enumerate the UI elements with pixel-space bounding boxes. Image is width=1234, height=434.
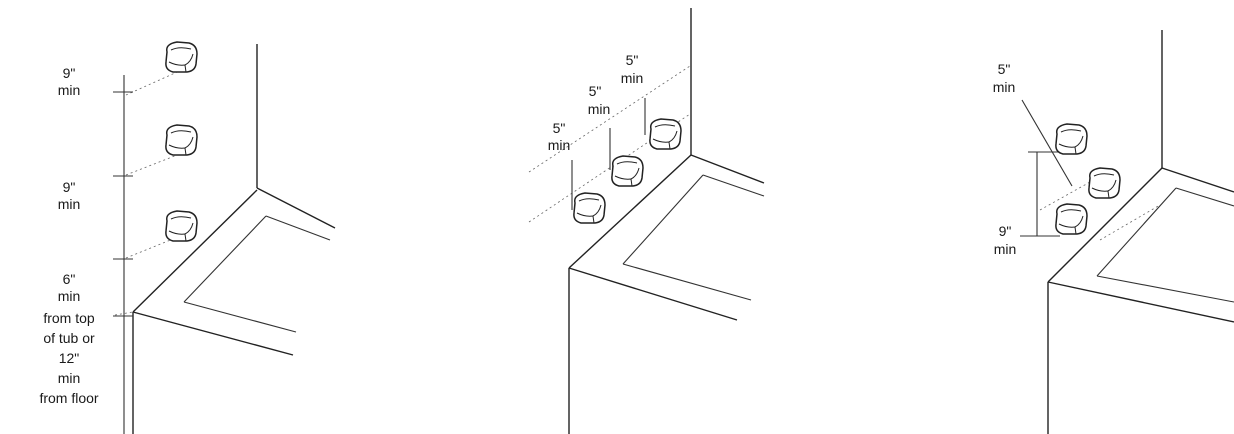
soap-holder-icon xyxy=(1055,123,1088,155)
soap-holder-icon xyxy=(165,124,198,156)
panel-2-wall-lines xyxy=(528,8,765,434)
panel-2: 5" min 5" min 5" min xyxy=(528,8,765,434)
dim-label: 5" xyxy=(998,61,1011,77)
soap-holder-icon xyxy=(165,41,198,73)
dim-label: min xyxy=(58,288,81,304)
dim-label: 5" xyxy=(589,83,602,99)
dim-label: 5" xyxy=(626,52,639,68)
panel-3-dimension-lines xyxy=(1020,99,1073,237)
soap-holder-icon xyxy=(1055,203,1088,235)
dim-label: from top xyxy=(43,310,95,326)
dim-label: 12" xyxy=(59,350,80,366)
dim-label: min xyxy=(548,137,571,153)
soap-holder-icon xyxy=(611,155,644,187)
dim-label: 9" xyxy=(63,65,76,81)
panel-3-wall-lines xyxy=(1039,30,1234,434)
soap-holder-icon xyxy=(573,192,606,224)
dim-label: 9" xyxy=(63,179,76,195)
dim-label: min xyxy=(621,70,644,86)
dim-label: min xyxy=(993,79,1016,95)
dim-label: 9" xyxy=(999,223,1012,239)
dim-label: min xyxy=(58,196,81,212)
panel-2-dimension-lines xyxy=(571,98,646,210)
panel-1-wall-lines xyxy=(114,44,336,434)
soap-holder-icon xyxy=(649,118,682,150)
panel-1: 9" min 9" min 6" min from top of tub or … xyxy=(39,41,336,434)
panel-1-dimension-line xyxy=(113,75,133,434)
dim-label: from floor xyxy=(39,390,98,406)
soap-holder-icon xyxy=(1088,167,1121,199)
dim-label: min xyxy=(588,101,611,117)
dim-label: 6" xyxy=(63,271,76,287)
dim-label: min xyxy=(58,82,81,98)
dim-label: 5" xyxy=(553,120,566,136)
dim-label: min xyxy=(994,241,1017,257)
soap-holder-icon xyxy=(165,210,198,242)
dim-label: min xyxy=(58,370,81,386)
panel-3: 5" min 9" min xyxy=(993,30,1234,434)
dim-label: of tub or xyxy=(43,330,95,346)
